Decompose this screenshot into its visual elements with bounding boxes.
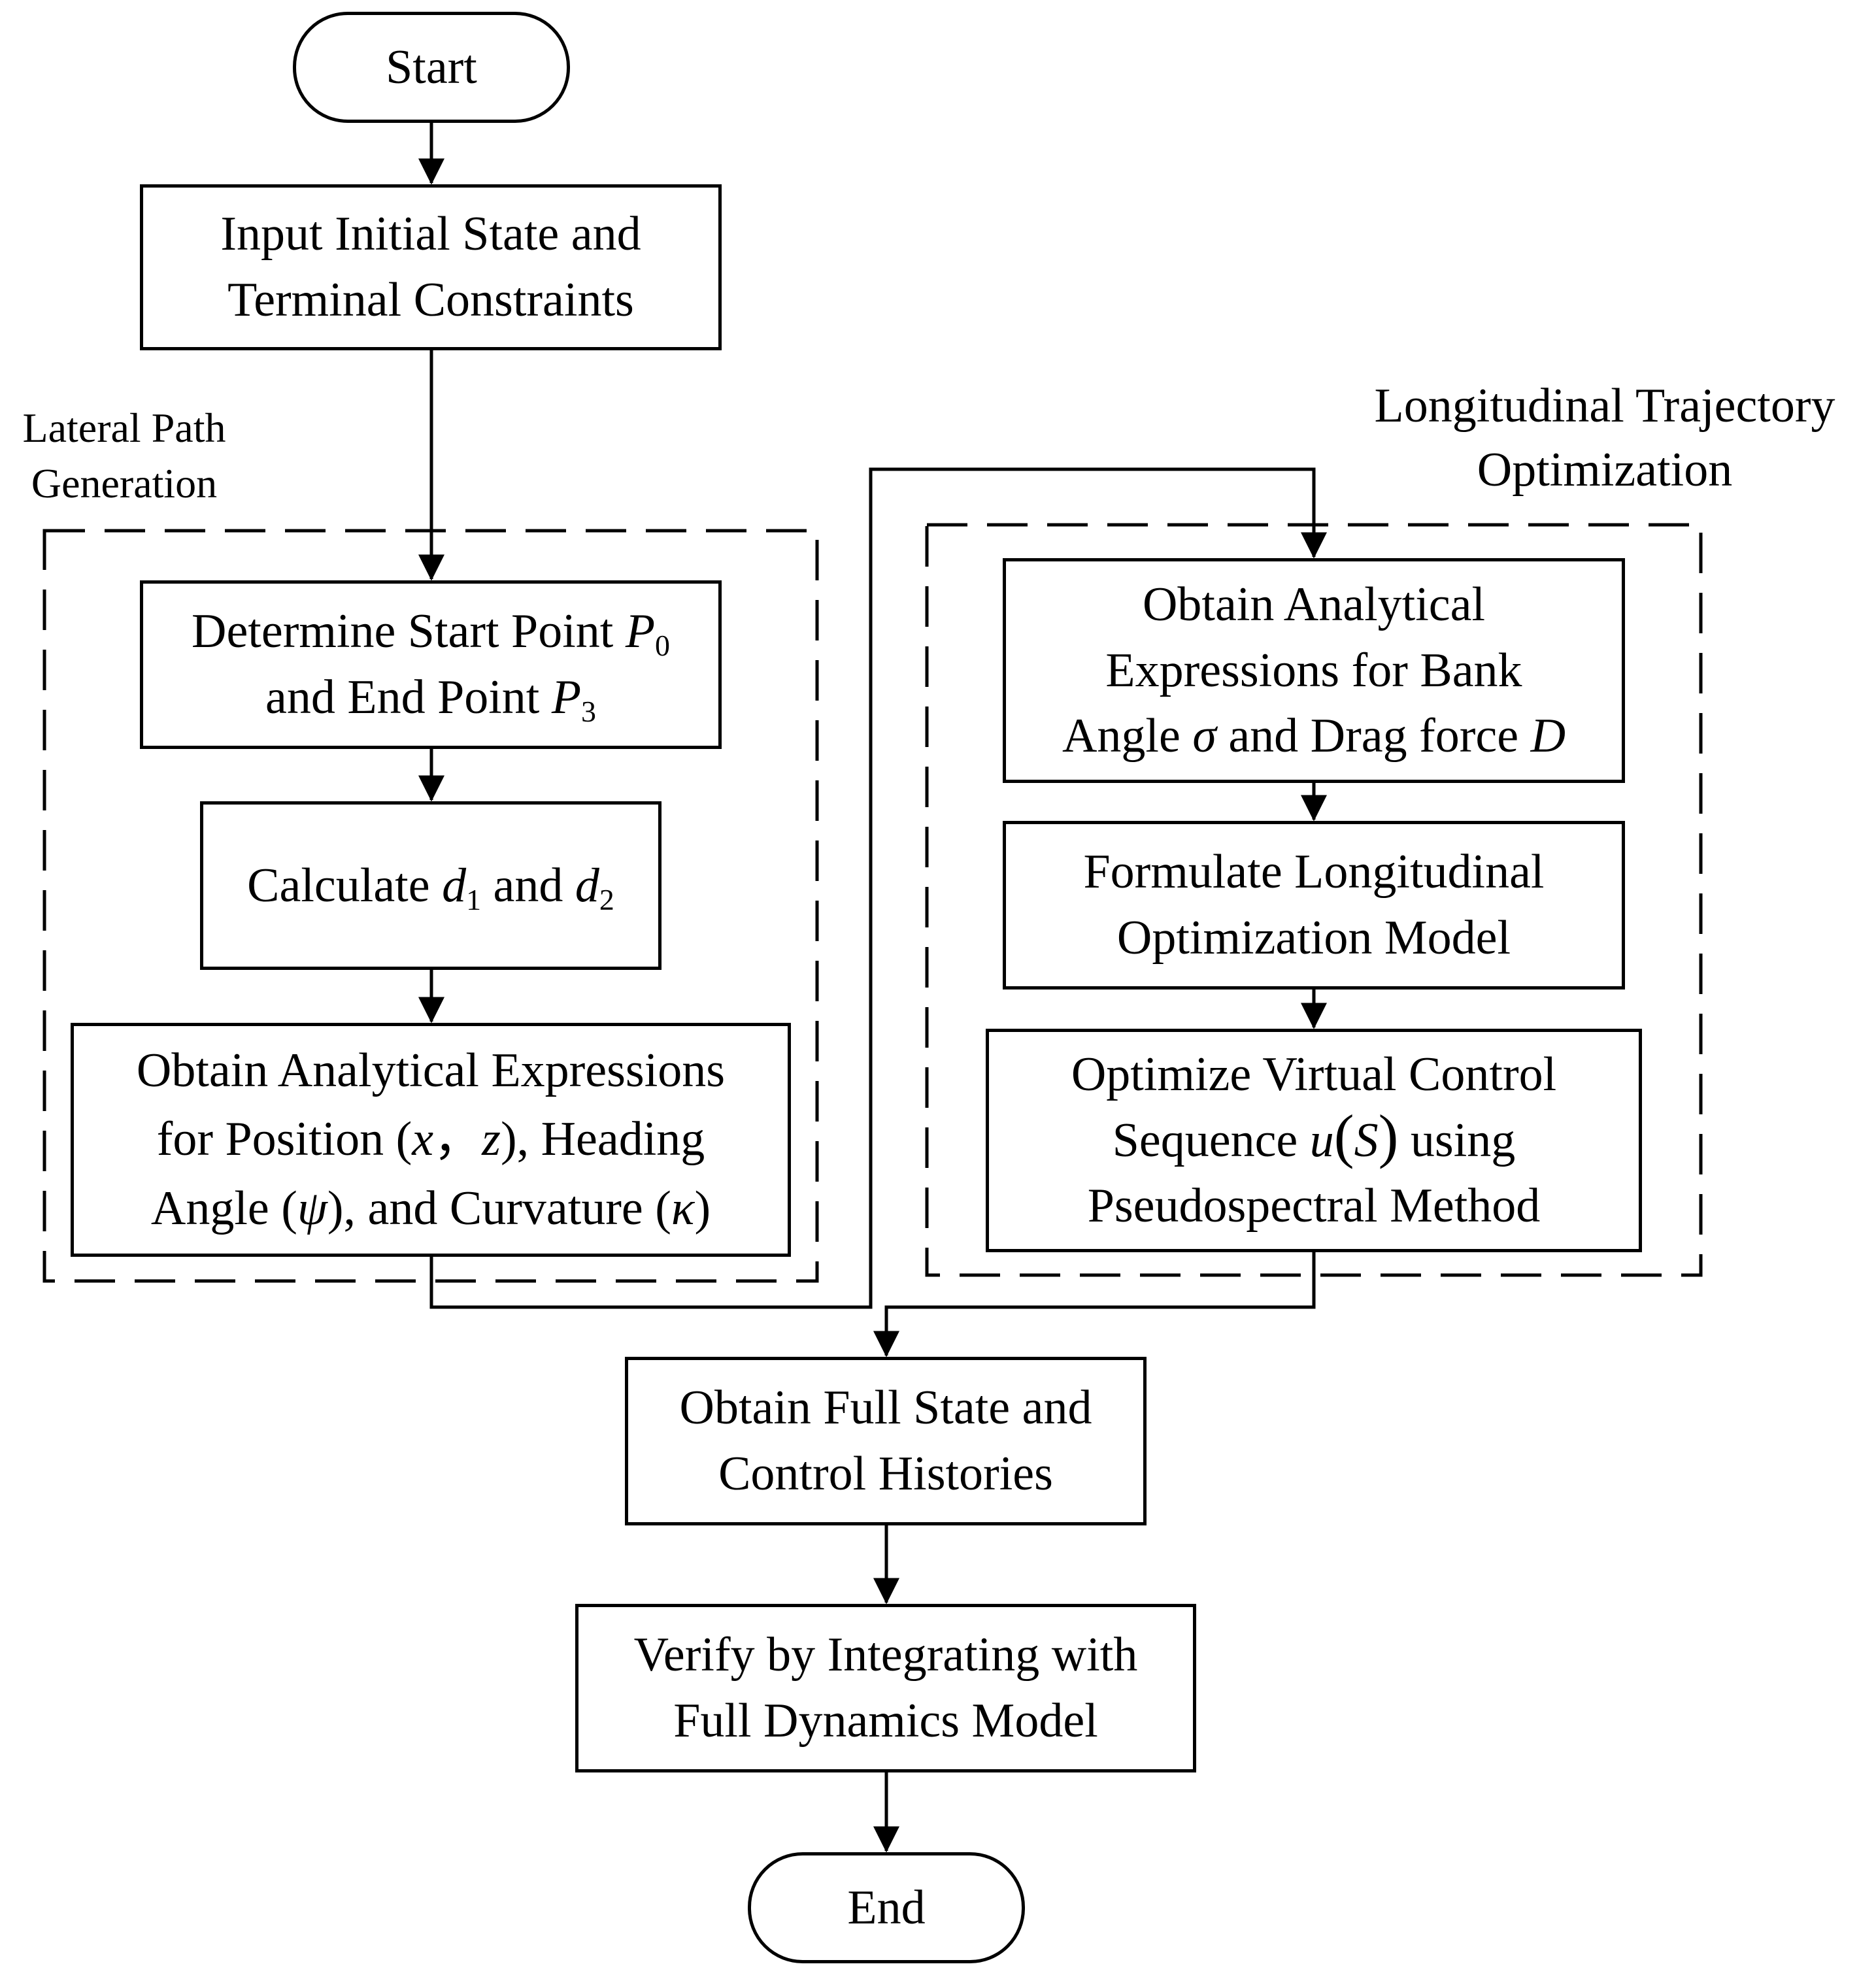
lateral-group-title: Lateral Path Generation <box>22 405 226 507</box>
formulate-model-box: Formulate Longitudinal Optimization Mode… <box>1003 821 1625 989</box>
lateral-expressions-box: Obtain Analytical Expressions for Positi… <box>71 1023 791 1257</box>
end-terminal: End <box>748 1852 1025 1963</box>
full-state-box: Obtain Full State and Control Histories <box>625 1357 1147 1525</box>
longitudinal-group-title: Longitudinal Trajectory Optimization <box>1374 379 1835 497</box>
determine-points-box: Determine Start Point P0 and End Point P… <box>140 580 722 749</box>
verify-dynamics-box: Verify by Integrating with Full Dynamics… <box>575 1604 1196 1772</box>
optimize-control-box: Optimize Virtual Control Sequence u(S) u… <box>986 1029 1642 1252</box>
start-terminal: Start <box>293 12 570 123</box>
connector-optimize-to-full-state <box>873 1250 1316 1357</box>
input-constraints-box: Input Initial State and Terminal Constra… <box>140 184 722 350</box>
connector-lateral-to-longitudinal <box>429 467 1327 1309</box>
calculate-distances-box: Calculate d1 and d2 <box>200 801 662 970</box>
bank-drag-expressions-box: Obtain Analytical Expressions for Bank A… <box>1003 558 1625 783</box>
